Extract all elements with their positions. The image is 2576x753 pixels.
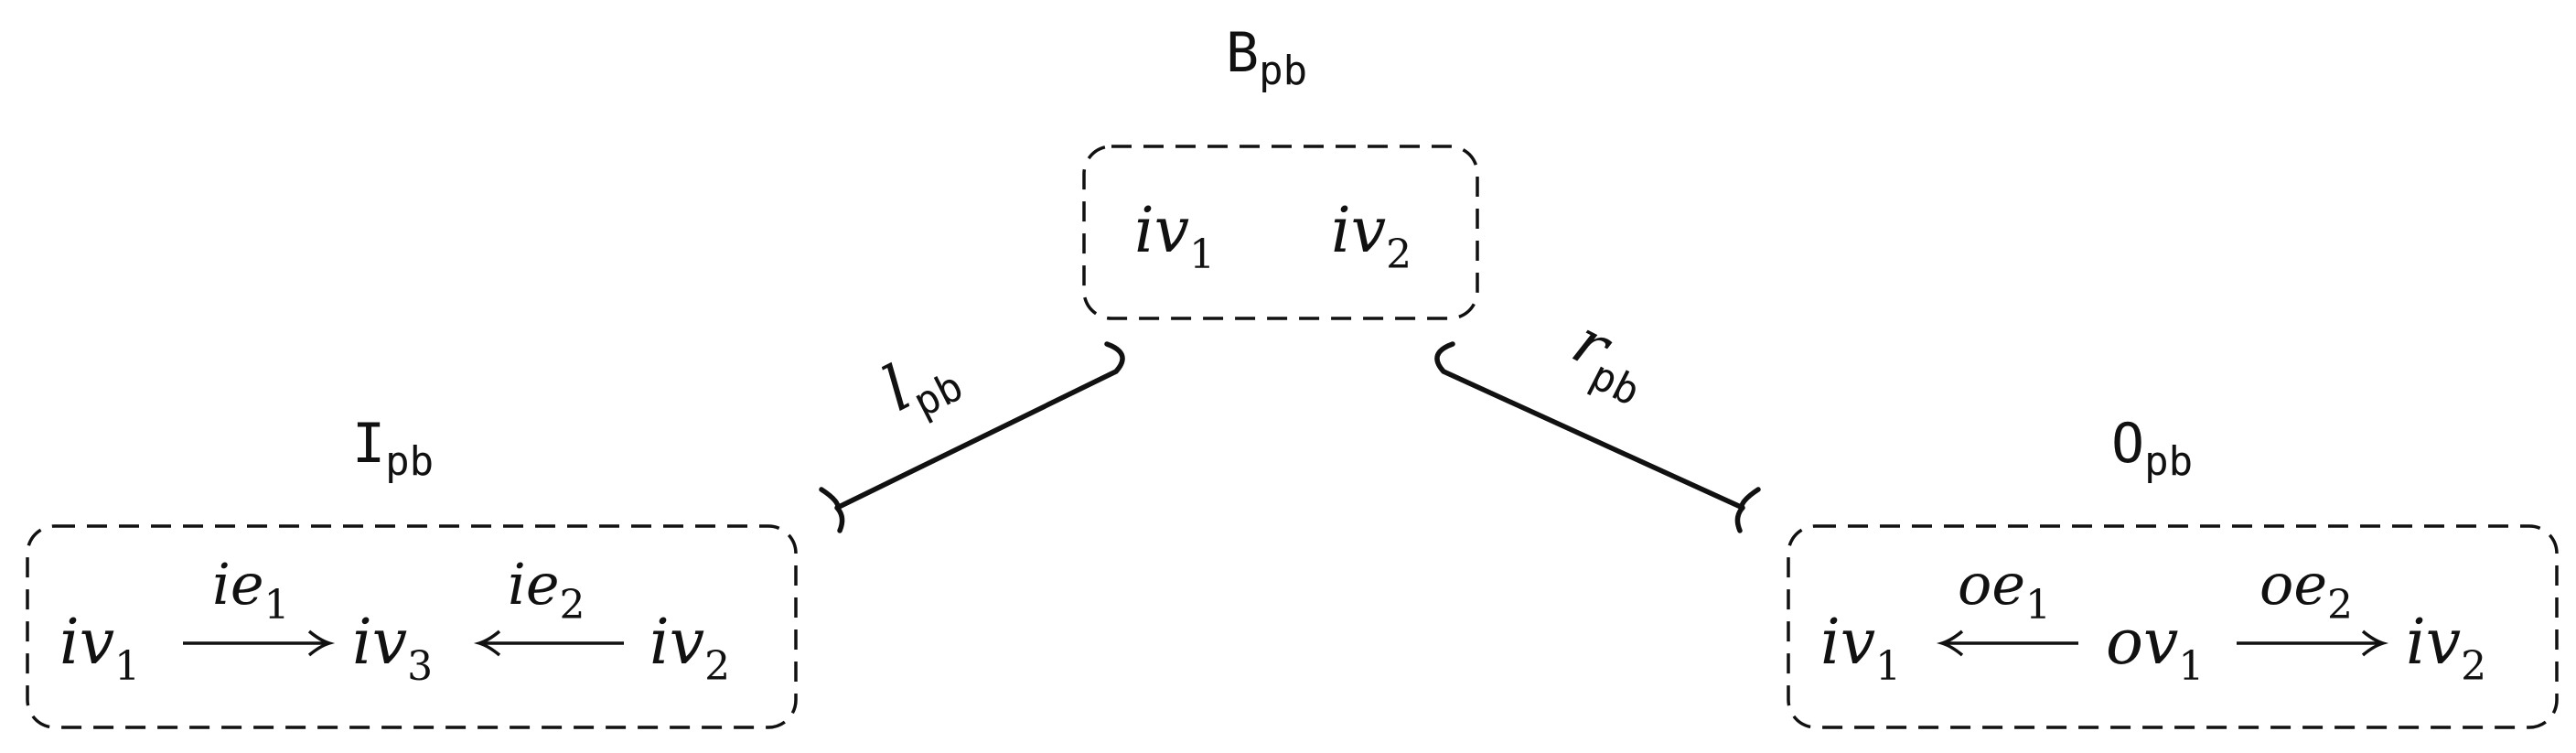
graph-b-node-iv1: iv1 [1134, 195, 1215, 278]
morphism-r-label: rpb [1556, 306, 1663, 415]
graph-o-edge-oe2-label: oe2 [2259, 551, 2353, 629]
morphism-l-label: lpb [872, 330, 971, 436]
graph-o-title: Opb [2111, 412, 2193, 485]
graph-i-edge-ie2-label: ie2 [508, 551, 585, 629]
morphism-r-arrow [1434, 341, 1761, 533]
graph-i-edge-ie1 [183, 629, 336, 657]
graph-i-node-iv3: iv3 [352, 607, 433, 690]
graph-b-box [1082, 145, 1479, 320]
graph-o-edge-oe2 [2237, 629, 2389, 657]
graph-b-node-iv2: iv2 [1331, 195, 1411, 278]
graph-o-node-iv2: iv2 [2406, 607, 2486, 690]
graph-i-title: Ipb [352, 412, 434, 485]
graph-i-node-iv1: iv1 [59, 607, 140, 690]
graph-o-node-ov1: ov1 [2106, 607, 2204, 690]
graph-b-title: Bpb [1226, 21, 1307, 94]
graph-o-edge-oe1 [1936, 629, 2078, 657]
graph-i-box [26, 524, 798, 729]
graph-i-edge-ie1-label: ie1 [212, 551, 290, 629]
graph-o-edge-oe1-label: oe1 [1958, 551, 2051, 629]
graph-o-node-iv1: iv1 [1820, 607, 1901, 690]
morphism-l-arrow [819, 341, 1125, 533]
graph-i-edge-ie2 [473, 629, 624, 657]
graph-i-node-iv2: iv2 [649, 607, 730, 690]
graph-o-box [1787, 524, 2559, 729]
